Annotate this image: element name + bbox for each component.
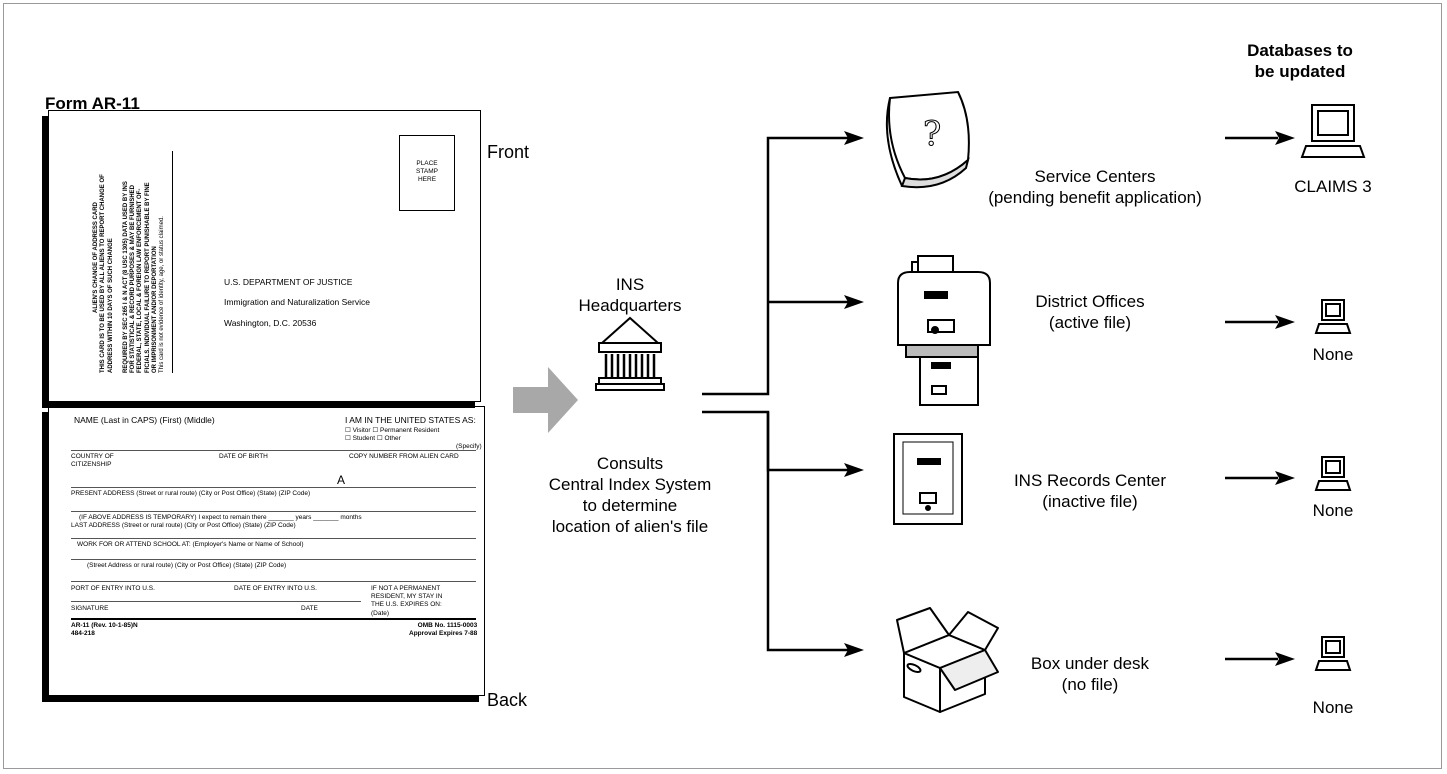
work-school-label: WORK FOR OR ATTEND SCHOOL AT: (Employer'… [77, 541, 304, 548]
database-label-district: None [1312, 345, 1354, 364]
port-entry-label: PORT OF ENTRY INTO U.S. [71, 585, 155, 592]
destination-district-offices: District Offices(active file) [1035, 292, 1145, 332]
computer-icon [1314, 456, 1352, 491]
back-label: Back [487, 690, 528, 710]
database-label-box: None [1312, 698, 1354, 717]
destination-service-centers: Service Centers(pending benefit applicat… [988, 167, 1202, 207]
signature-label: SIGNATURE [71, 605, 109, 612]
alien-number-prefix: A [337, 473, 346, 487]
street-school-label: (Street Address or rural route) (City or… [87, 562, 287, 569]
file-cabinet-icon [893, 433, 963, 525]
date-entry-label: DATE OF ENTRY INTO U.S. [234, 585, 317, 592]
temporary-label: (IF ABOVE ADDRESS IS TEMPORARY) I expect… [79, 514, 362, 521]
date-label: DATE [301, 605, 318, 612]
last-address-label: LAST ADDRESS (Street or rural route) (Ci… [71, 522, 296, 529]
building-icon [595, 316, 665, 391]
status-heading: I AM IN THE UNITED STATES AS: [345, 415, 476, 425]
expire-date-label: (Date) [371, 610, 390, 617]
address-line-3: Washington, D.C. 20536 [224, 318, 317, 328]
database-label-records: None [1312, 501, 1354, 520]
form-title: Form AR-11 [45, 94, 140, 113]
copy-number-label: COPY NUMBER FROM ALIEN CARD [349, 453, 459, 460]
destination-records-center: INS Records Center(inactive file) [1013, 471, 1167, 511]
name-field-label: NAME (Last in CAPS) (First) (Middle) [74, 415, 215, 425]
branch-connectors [702, 136, 848, 652]
status-options-1: ☐ Visitor ☐ Permanent Resident [345, 427, 440, 434]
address-line-1: U.S. DEPARTMENT OF JUSTICE [224, 277, 353, 287]
large-computer-icon [1300, 104, 1366, 158]
computer-icon [1314, 299, 1352, 334]
address-line-2: Immigration and Naturalization Service [224, 297, 370, 307]
branch-arrowheads [844, 131, 864, 657]
front-label: Front [487, 142, 530, 162]
specify-label: (Specify) [456, 443, 482, 450]
dob-label: DATE OF BIRTH [219, 453, 268, 460]
database-arrows [1225, 136, 1278, 661]
question-document-icon: ? [885, 90, 970, 189]
cardboard-box-icon [896, 607, 999, 713]
diagram-frame [3, 3, 1442, 769]
status-options-2: ☐ Student ☐ Other [345, 435, 401, 442]
computer-icon [1314, 636, 1352, 671]
svg-text:?: ? [923, 114, 941, 154]
database-label-claims: CLAIMS 3 [1294, 177, 1372, 196]
destination-box-under-desk: Box under desk(no file) [1030, 654, 1150, 694]
form-to-hq-arrow [513, 367, 578, 433]
form-back-card: NAME (Last in CAPS) (First) (Middle) I A… [48, 406, 485, 696]
present-address-label: PRESENT ADDRESS (Street or rural route) … [71, 490, 311, 497]
open-file-cabinet-icon [897, 255, 991, 406]
